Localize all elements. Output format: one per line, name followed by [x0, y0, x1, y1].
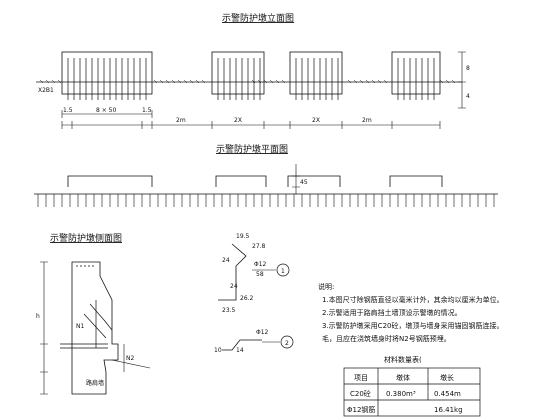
table-header-body: 墩体	[396, 373, 410, 382]
note-1: 1.本图尺寸除钢筋直径以毫米计外，其余均以厘米为单位。	[322, 295, 504, 304]
elevation-dim-1: 1.5	[63, 107, 73, 114]
rebar-n1-dim-6: 26.2	[240, 295, 254, 302]
plan-view	[34, 164, 498, 207]
elevation-dim-4: 2m	[176, 117, 186, 124]
rebar-n1-number: 1	[281, 268, 285, 275]
elevation-dim-6: 2X	[312, 117, 320, 124]
warning-block-2	[211, 51, 265, 95]
table-cell-concrete-label: C20砼	[350, 389, 371, 398]
side-label-n2: N2	[126, 355, 134, 362]
rebar-n2-number: 2	[285, 340, 289, 347]
side-view	[40, 261, 151, 395]
note-3: 3.示警防护墩采用C20砼，墩顶与墙身采用锚固钢筋连接。	[322, 321, 503, 330]
rebar-n1-dim-2: 27.8	[252, 243, 266, 250]
plan-right-dim: 45	[300, 179, 308, 186]
rebar-n1-dim-8: 24	[230, 283, 238, 290]
elevation-dim-5: 2X	[234, 117, 242, 124]
warning-block-1	[61, 51, 153, 95]
rebar-n2-dim-2: 10	[214, 347, 222, 354]
note-4: 毛，且应在浇筑墙身时将N2号钢筋预埋。	[322, 334, 451, 343]
warning-block-3	[289, 51, 343, 95]
rebar-n2-detail	[222, 335, 294, 351]
rebar-n1-dim-3: 24	[222, 257, 230, 264]
elevation-dim-3: 1.5	[142, 107, 152, 114]
elevation-right-dim-2: 4	[466, 93, 470, 100]
side-title: 示警防护墩侧面图	[50, 232, 122, 244]
elevation-dim-7: 2m	[362, 117, 372, 124]
table-cell-rebar-total: 16.41kg	[434, 406, 463, 414]
side-label-wall: 路肩墙	[86, 379, 104, 387]
elevation-dim-2: 8 × 50	[96, 107, 116, 114]
rebar-n1-detail	[218, 243, 290, 301]
rebar-n1-dim-5: 58	[256, 271, 264, 278]
rebar-n1-dim-4: Φ12	[254, 261, 267, 268]
side-dim-h: h	[36, 313, 40, 320]
elevation-view	[36, 51, 466, 129]
rebar-n1-dim-1: 19.5	[236, 233, 250, 240]
material-table	[343, 367, 481, 417]
side-label-n1: N1	[76, 323, 84, 330]
note-2: 2.示警适用于路肩挡土墙顶设示警墩的情况。	[322, 308, 462, 317]
plan-title: 示警防护墩平面图	[216, 143, 288, 155]
table-title: 材料数量表(	[384, 355, 422, 364]
rebar-n2-dim-1: Φ12	[256, 329, 269, 336]
table-cell-concrete-body: 0.380m³	[386, 390, 416, 398]
notes: 说明: 1.本图尺寸除钢筋直径以毫米计外，其余均以厘米为单位。 2.示警适用于路…	[318, 282, 504, 343]
rebar-n2-dim-3: 14	[236, 347, 244, 354]
table-header-item: 项目	[354, 374, 368, 382]
table-cell-rebar-label: Φ12钢筋	[347, 405, 375, 414]
notes-heading: 说明:	[318, 282, 334, 291]
rebar-n1-dim-7: 23.5	[222, 307, 236, 314]
elevation-title: 示警防护墩立面图	[222, 12, 294, 24]
elevation-right-dim-1: 8	[466, 65, 470, 72]
elevation-left-label: X2B1	[38, 87, 54, 94]
table-header-length: 墩长	[440, 373, 454, 382]
table-cell-concrete-length: 0.454m	[434, 390, 461, 398]
